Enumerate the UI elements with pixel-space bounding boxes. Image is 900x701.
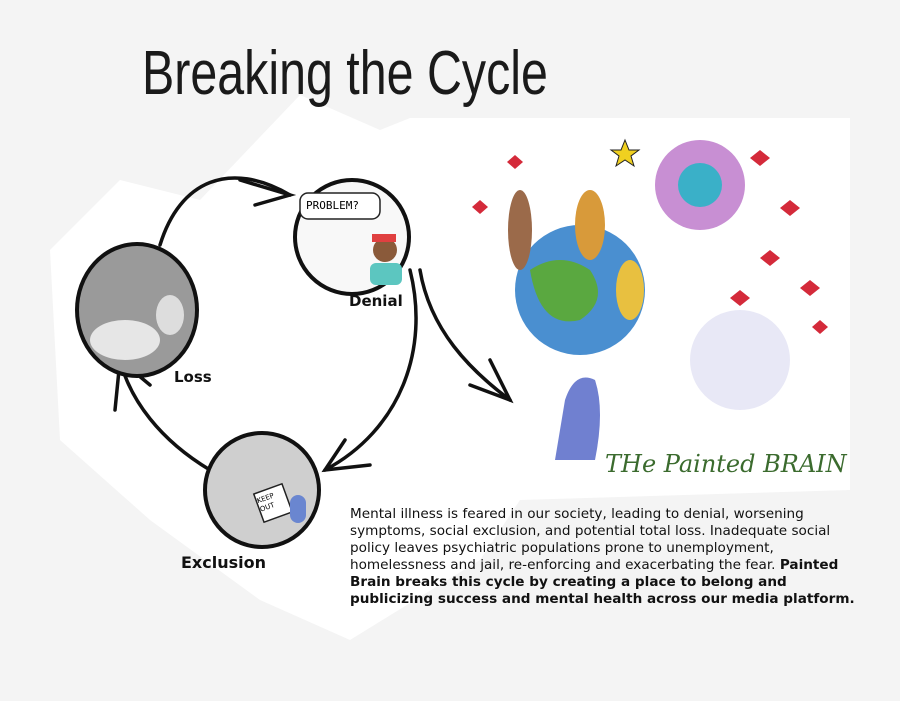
denial-label: Denial [349,292,403,310]
description-bold: Painted Brain breaks this cycle by creat… [350,557,855,607]
denial-person-icon [373,238,397,262]
arrow-denial-to-painted-brain [418,268,512,402]
page-title: Breaking the Cycle [142,39,548,108]
painted-brain-illustration [472,138,828,460]
loss-label: Loss [174,368,212,386]
painted-brain-logo: THe Painted BRAIN [605,450,847,478]
arrow-loss-to-denial [158,176,292,247]
description: Mental illness is feared in our society,… [350,506,870,608]
exclusion-circle [203,431,321,549]
arrow-denial-to-exclusion [323,268,418,472]
exclusion-label: Exclusion [181,553,266,572]
description-text: Mental illness is feared in our society,… [350,506,831,573]
denial-speech-bubble: PROBLEM? [306,199,359,212]
